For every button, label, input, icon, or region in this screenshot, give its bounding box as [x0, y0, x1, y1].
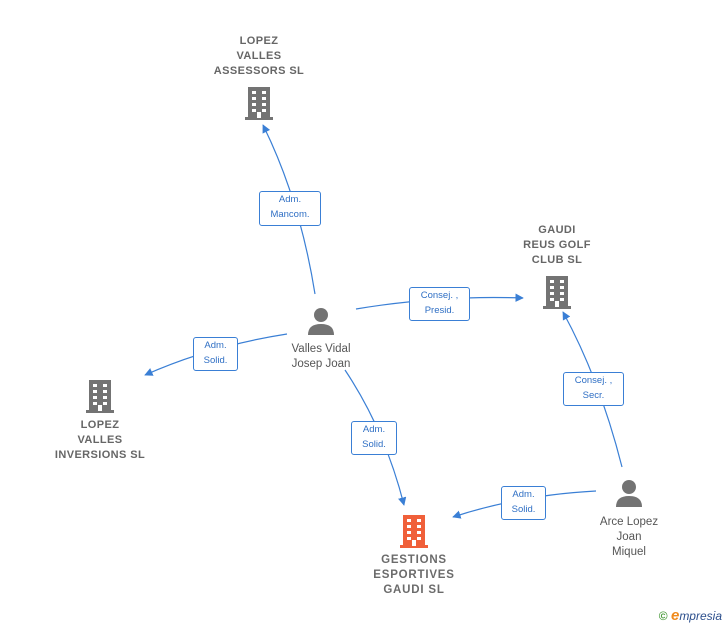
- brand-name: mpresia: [679, 609, 722, 623]
- relation-label-consej-presid[interactable]: Consej. , Presid.: [409, 287, 470, 321]
- company-node-gaudi-reus-golf[interactable]: GAUDI REUS GOLF CLUB SL: [512, 223, 602, 310]
- relation-label-adm-solid[interactable]: Adm. Solid.: [501, 486, 546, 520]
- company-node-lopez-valles-inversions[interactable]: LOPEZ VALLES INVERSIONS SL: [44, 378, 156, 463]
- brand-initial: e: [670, 607, 680, 624]
- empresia-logo: © empresia: [659, 607, 722, 624]
- building-icon: [86, 380, 114, 413]
- relation-label-consej-secr[interactable]: Consej. , Secr.: [563, 372, 624, 406]
- company-node-lopez-valles-assessors[interactable]: LOPEZ VALLES ASSESSORS SL: [205, 34, 313, 121]
- person-icon: [308, 308, 334, 335]
- person-node-valles-vidal[interactable]: Valles Vidal Josep Joan: [276, 306, 366, 372]
- building-icon: [543, 276, 571, 309]
- company-label: LOPEZ VALLES INVERSIONS SL: [54, 419, 146, 461]
- person-label: Valles Vidal Josep Joan: [291, 343, 351, 370]
- copyright-icon: ©: [658, 609, 668, 623]
- person-label: Arce Lopez Joan Miquel: [599, 516, 659, 558]
- relation-label-adm-solid[interactable]: Adm. Solid.: [351, 421, 397, 455]
- company-label: LOPEZ VALLES ASSESSORS SL: [213, 35, 305, 77]
- company-node-gestions-esportives[interactable]: GESTIONS ESPORTIVES GAUDI SL: [357, 513, 471, 598]
- building-icon: [245, 87, 273, 120]
- company-label: GESTIONS ESPORTIVES GAUDI SL: [373, 554, 455, 596]
- relation-label-adm-solid[interactable]: Adm. Solid.: [193, 337, 238, 371]
- building-icon: [400, 515, 428, 548]
- person-node-arce-lopez[interactable]: Arce Lopez Joan Miquel: [584, 478, 674, 560]
- person-icon: [616, 480, 642, 507]
- relation-label-adm-mancom[interactable]: Adm. Mancom.: [259, 191, 321, 226]
- company-label: GAUDI REUS GOLF CLUB SL: [523, 224, 591, 266]
